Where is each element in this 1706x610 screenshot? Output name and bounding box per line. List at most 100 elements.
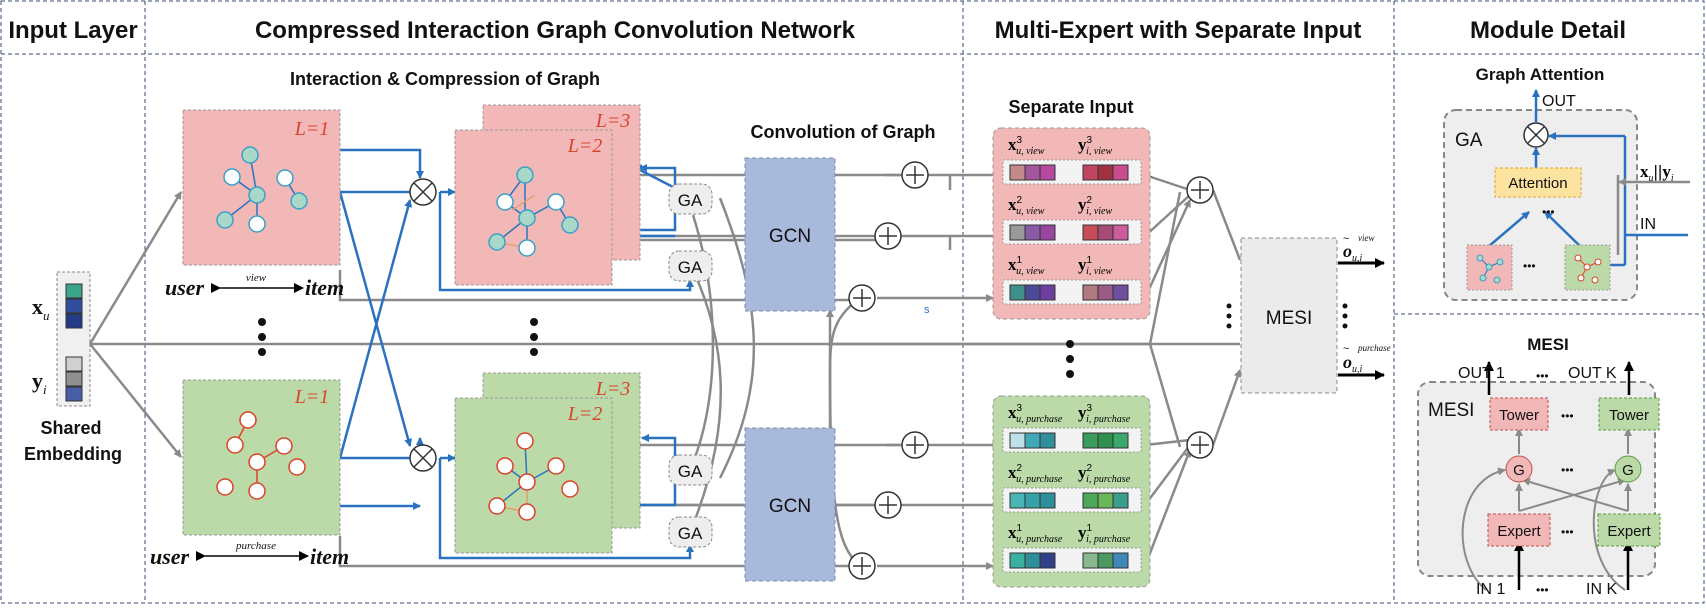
shared-embedding: [56, 271, 91, 407]
y-embedding-cell: [1112, 432, 1129, 449]
mesi-ellipsis: •••: [1561, 409, 1574, 423]
mini-graph-purchase-icon: [1564, 244, 1611, 291]
multiply-node-icon: [409, 178, 437, 472]
ga-detail-label: GA: [1455, 130, 1483, 151]
mesi-box: [1240, 237, 1338, 394]
tower-box: [1489, 397, 1549, 431]
y-embedding-cell: [1097, 164, 1114, 181]
purchase-user-label: user: [150, 544, 190, 569]
x-embedding-cell: [1024, 492, 1041, 509]
ga-label: GA: [678, 191, 703, 210]
y-embedding-cell: [1082, 224, 1099, 241]
x-embedding-cell: [65, 313, 83, 329]
ga-detail-xy-label: xu||yi: [1640, 162, 1674, 184]
x-embedding-cell: [1009, 224, 1026, 241]
x-embedding-cell: [65, 283, 83, 299]
shared-embedding-label-2: Embedding: [24, 444, 122, 464]
expert-box: [1597, 513, 1661, 547]
mesi-ink-label: IN K: [1586, 581, 1617, 598]
y-embedding-cell: [65, 371, 83, 387]
mesi-ellipsis: •••: [1561, 463, 1574, 477]
purchase-l2-label: L=2: [567, 403, 603, 425]
purchase-graph-l3-l2: [454, 372, 641, 554]
y-embedding-cell: [1112, 224, 1129, 241]
subheader-interaction: Interaction & Compression of Graph: [290, 69, 600, 89]
mesi-detail-panel: [1417, 381, 1656, 577]
y-embedding-cell: [1112, 492, 1129, 509]
ga-detail-in-label: IN: [1640, 216, 1656, 233]
y-embedding-cell: [1082, 552, 1099, 569]
gate-label: G: [1622, 462, 1634, 479]
y-embedding-cell: [1082, 492, 1099, 509]
header-module-detail: Module Detail: [1470, 17, 1626, 44]
view-item-label: item: [305, 275, 344, 300]
output-view-label: ou,i: [1343, 241, 1363, 264]
ga-multiply-icon: [1523, 122, 1549, 148]
ga-ellipsis: •••: [1523, 259, 1536, 273]
mesi-out1-label: OUT 1: [1458, 365, 1505, 382]
x-embedding-cell: [1009, 432, 1026, 449]
x-embedding-cell: [1024, 284, 1041, 301]
gcn-label: GCN: [769, 226, 811, 247]
shared-embedding-label-1: Shared: [40, 418, 101, 438]
view-user-label: user: [165, 275, 205, 300]
y-embedding-cell: [1112, 552, 1129, 569]
stray-s-label: s: [924, 304, 930, 316]
x-embedding-cell: [1039, 552, 1056, 569]
subheader-convolution: Convolution of Graph: [751, 122, 936, 142]
gcn-purchase-box: [744, 427, 836, 582]
y-embedding-cell: [65, 356, 83, 372]
x-embedding-cell: [1024, 552, 1041, 569]
expert-label: Expert: [1607, 523, 1651, 540]
gcn-label: GCN: [769, 496, 811, 517]
y-embedding-cell: [1097, 492, 1114, 509]
y-embedding-cell: [1097, 284, 1114, 301]
x-embedding-cell: [65, 298, 83, 314]
y-embedding-cell: [65, 386, 83, 402]
x-embedding-cell: [1009, 164, 1026, 181]
y-embedding-cell: [1082, 284, 1099, 301]
tower-label: Tower: [1499, 407, 1539, 424]
gcn-view-box: [744, 157, 836, 312]
gate-node: [1614, 455, 1642, 483]
ga-ellipsis: •••: [1542, 205, 1555, 219]
expert-box: [1487, 513, 1551, 547]
output-arrows: [1338, 258, 1385, 380]
view-l3-label: L=3: [595, 110, 631, 132]
view-l1-label: L=1: [294, 118, 330, 140]
attention-box: [1494, 167, 1582, 198]
ga-label: GA: [678, 462, 703, 481]
ga-label: GA: [678, 524, 703, 543]
y-embedding-cell: [1112, 284, 1129, 301]
ga-modules: [668, 183, 713, 548]
x-embedding-cell: [1024, 432, 1041, 449]
output-purchase-superscript: purchase: [1357, 343, 1391, 353]
view-l2-label: L=2: [567, 135, 603, 157]
plus-node-icon: [848, 161, 1214, 580]
view-graph-l1: [182, 109, 341, 266]
mini-graph-view-icon: [1466, 244, 1513, 291]
ga-detail-out-label: OUT: [1542, 93, 1576, 110]
mesi-detail-connectors: [1461, 361, 1634, 591]
x-embedding-cell: [1039, 492, 1056, 509]
blue-connectors: [338, 148, 694, 560]
y-i-label: yi: [32, 368, 47, 397]
ga-label: GA: [678, 258, 703, 277]
view-graph-l3-l2: [454, 104, 641, 286]
expert-label: Expert: [1497, 523, 1541, 540]
header-input-layer: Input Layer: [8, 17, 137, 44]
output-view-tilde: ~: [1343, 233, 1349, 245]
mesi-ellipsis: •••: [1536, 369, 1549, 383]
purchase-l3-label: L=3: [595, 378, 631, 400]
